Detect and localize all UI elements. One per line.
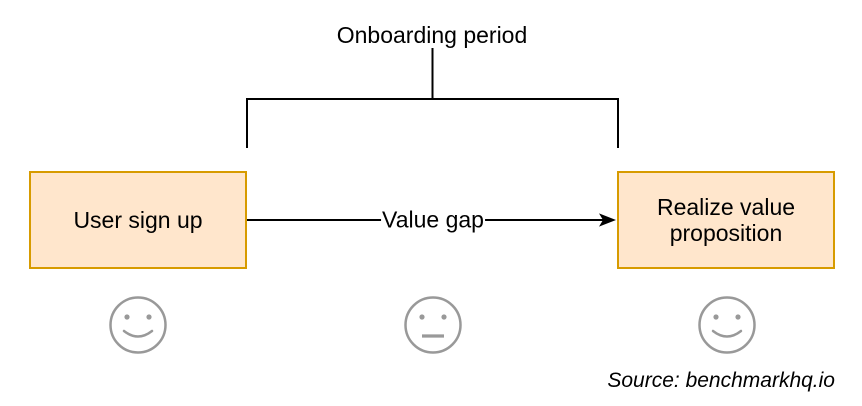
smiley-eye xyxy=(146,314,152,320)
arrowhead-icon xyxy=(599,213,616,227)
node-realize-value-proposition: Realize value proposition xyxy=(617,171,835,269)
diagram-title: Onboarding period xyxy=(336,22,528,48)
edge-label-value-gap: Value gap xyxy=(381,206,485,234)
smiley-smile-mouth xyxy=(711,329,743,338)
smiley-face-outline xyxy=(698,296,756,354)
smiley-happy-icon xyxy=(109,296,167,354)
node-label: User sign up xyxy=(73,206,203,233)
smiley-eye xyxy=(441,314,447,320)
source-attribution: Source: benchmarkhq.io xyxy=(607,369,835,392)
smiley-neutral-icon xyxy=(404,296,462,354)
smiley-happy-icon xyxy=(698,296,756,354)
node-label: Realize value proposition xyxy=(656,193,796,246)
smiley-eye xyxy=(713,314,719,320)
smiley-eye xyxy=(735,314,741,320)
onboarding-period-bracket xyxy=(246,48,619,148)
smiley-eye xyxy=(419,314,425,320)
smiley-face-outline xyxy=(109,296,167,354)
node-user-sign-up: User sign up xyxy=(29,171,247,269)
smiley-face-outline xyxy=(404,296,462,354)
smiley-eye xyxy=(124,314,130,320)
smiley-smile-mouth xyxy=(122,329,154,338)
